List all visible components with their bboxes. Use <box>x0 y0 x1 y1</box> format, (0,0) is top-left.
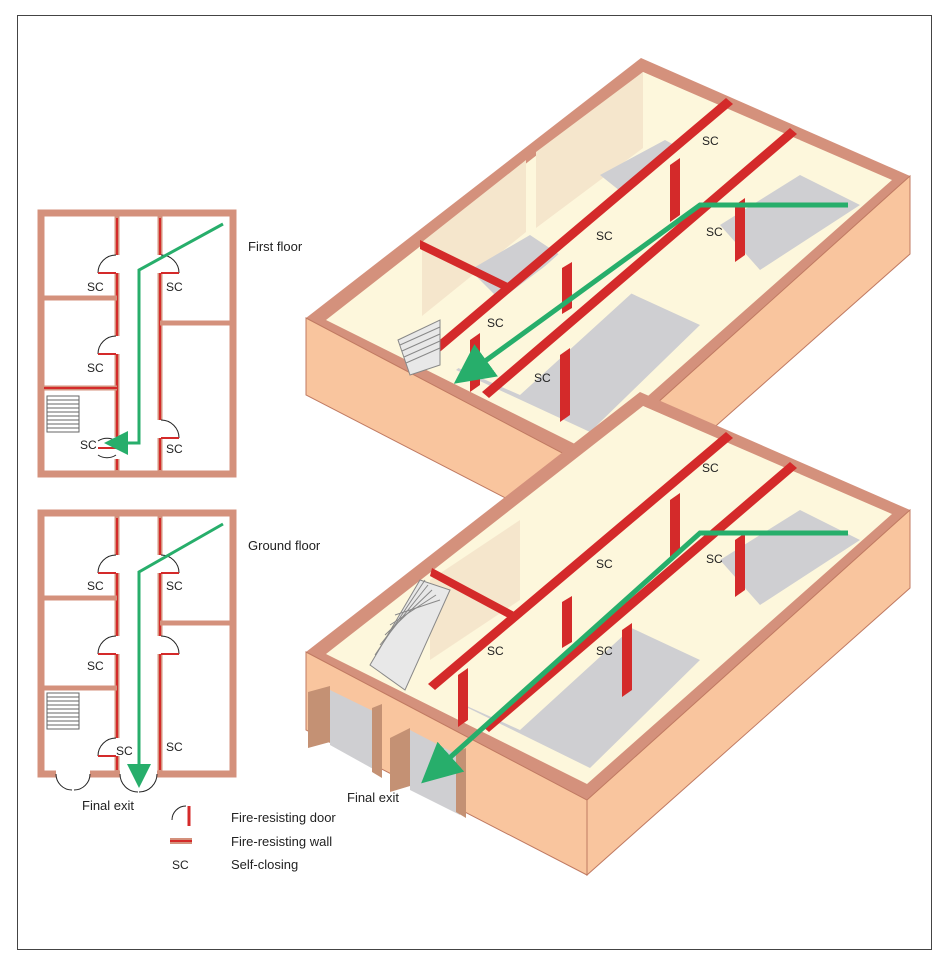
legend-sc-label: Self-closing <box>231 857 298 872</box>
plan-stairs <box>46 395 80 433</box>
legend-door-label: Fire-resisting door <box>231 810 336 825</box>
sc-label: SC <box>87 361 104 375</box>
sc-label: SC <box>80 438 97 452</box>
sc-label: SC <box>166 442 183 456</box>
plan-escape-route <box>104 222 224 455</box>
diagram-frame <box>17 15 932 950</box>
final-exit-plan-label: Final exit <box>82 798 134 813</box>
sc-label: SC <box>706 225 723 239</box>
sc-label: SC <box>702 461 719 475</box>
sc-label: SC <box>166 740 183 754</box>
sc-label: SC <box>87 280 104 294</box>
legend-sc-key: SC <box>172 858 189 872</box>
legend: Fire-resisting door Fire-resisting wall … <box>170 805 336 872</box>
fire-wall-3d <box>428 98 733 356</box>
sc-label: SC <box>706 552 723 566</box>
escape-route-3d <box>421 530 848 784</box>
first-floor-plan: SC SC SC SC SC <box>37 209 237 478</box>
sc-label: SC <box>596 229 613 243</box>
sc-label: SC <box>596 644 613 658</box>
first-floor-label: First floor <box>248 239 303 254</box>
fire-door-icon <box>171 805 187 821</box>
sc-label: SC <box>487 316 504 330</box>
escape-route-3d <box>453 202 848 384</box>
sc-label: SC <box>166 579 183 593</box>
sc-label: SC <box>87 579 104 593</box>
sc-label: SC <box>487 644 504 658</box>
ground-floor-plan: SC SC SC SC SC <box>37 509 237 793</box>
sc-label: SC <box>534 371 551 385</box>
fire-wall-3d <box>482 128 797 398</box>
legend-wall-label: Fire-resisting wall <box>231 834 332 849</box>
sc-label: SC <box>166 280 183 294</box>
sc-label: SC <box>116 744 133 758</box>
sc-label: SC <box>596 557 613 571</box>
ground-floor-label: Ground floor <box>248 538 321 553</box>
sc-label: SC <box>702 134 719 148</box>
isometric-first-floor: SC SC SC SC SC <box>305 58 911 542</box>
isometric-ground-floor: SC SC SC SC SC <box>305 392 911 877</box>
sc-label: SC <box>87 659 104 673</box>
final-exit-3d-label: Final exit <box>347 790 399 805</box>
plan-escape-route <box>127 522 224 788</box>
